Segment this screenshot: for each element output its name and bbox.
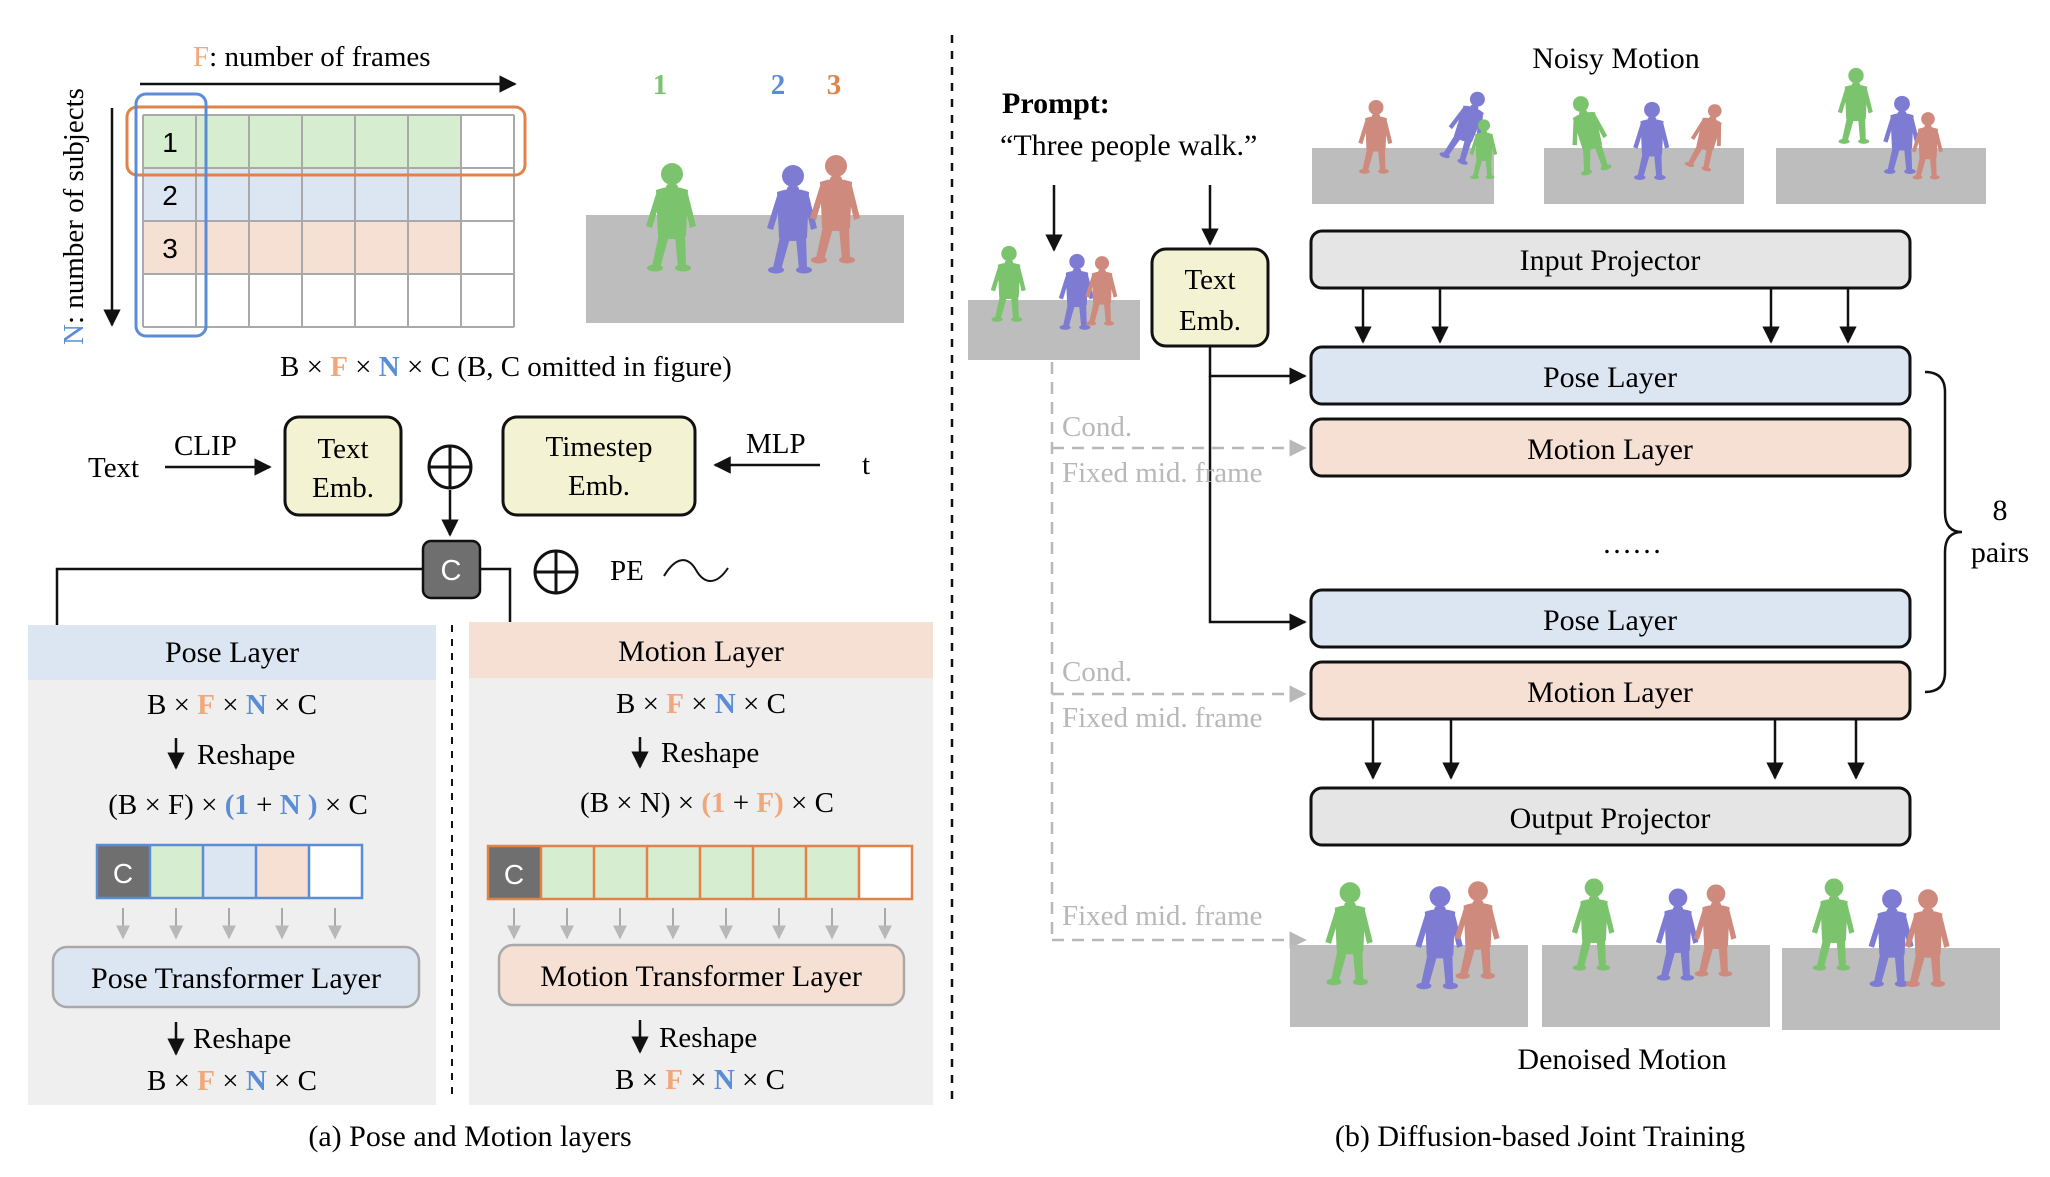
right-text-emb-line1: Text (1184, 264, 1235, 296)
person-label-1: 1 (653, 69, 668, 101)
motion-token-c: C (504, 859, 524, 890)
pairs-word: pairs (1971, 536, 2029, 569)
grid-row-1: 1 (162, 127, 178, 158)
pose-layer-panel: Pose Layer B × F × N × C Reshape (B × F)… (28, 625, 436, 1105)
wave-icon (663, 559, 729, 582)
cond-label-2: Cond. (1062, 656, 1132, 688)
motion-layer-box-1 (1309, 417, 1912, 478)
motion-layer-box-2 (1309, 660, 1912, 721)
output-projector-box (1309, 786, 1912, 847)
noisy-motion-label: Noisy Motion (1532, 42, 1700, 75)
output-projector-label: Output Projector (1510, 802, 1711, 835)
timestep-emb-box (501, 415, 697, 517)
add-icon-pe (533, 549, 579, 595)
pairs-count: 8 (1993, 494, 2008, 527)
grid-row-3: 3 (162, 233, 178, 264)
right-panel: Prompt: “Three people walk.” Noisy Motio… (968, 42, 2029, 1153)
subjects-axis-label: N: number of subjects (58, 88, 90, 345)
pe-label: PE (610, 555, 644, 587)
person-label-2: 2 (771, 69, 786, 101)
denoised-motion-label: Denoised Motion (1517, 1043, 1726, 1076)
motion-layer-label-2: Motion Layer (1527, 676, 1693, 709)
ellipsis: …… (1602, 527, 1662, 560)
input-to-pose-arrows (1354, 288, 1857, 344)
frames-axis-label: F: number of frames (193, 41, 431, 73)
subjects-letter: N (58, 324, 90, 345)
frames-letter: F (193, 41, 209, 73)
person-label-3: 3 (827, 69, 842, 101)
mlp-label: MLP (746, 428, 806, 460)
pose-token-arrows (116, 908, 342, 940)
timestep-emb-line1: Timestep (546, 431, 653, 463)
emb-feed-line-1 (1208, 346, 1307, 385)
pose-transformer-label: Pose Transformer Layer (91, 962, 381, 995)
frame-row-highlight (125, 105, 527, 177)
three-people-render: 1 2 3 (586, 69, 904, 323)
pose-shape-bottom: B × F × N × C (147, 1065, 317, 1097)
grid-shape-caption: B × F × N × C (B, C omitted in figure) (280, 351, 732, 383)
motion-panel-title: Motion Layer (618, 635, 784, 668)
motion-transformer-box (497, 943, 906, 1007)
motion-layer-label-1: Motion Layer (1527, 433, 1693, 466)
motion-expression: (B × N) × (1 + F) × C (580, 787, 834, 819)
add-icon-embeddings (427, 444, 473, 490)
pose-expression: (B × F) × (1 + N ) × C (108, 789, 368, 821)
pose-layer-box-2 (1309, 588, 1912, 649)
text-input-label: Text (88, 452, 139, 484)
cond-label-1: Cond. (1062, 411, 1132, 443)
input-projector-label: Input Projector (1520, 244, 1701, 277)
caption-b: (b) Diffusion-based Joint Training (1335, 1120, 1745, 1153)
pose-reshape-2: Reshape (193, 1023, 291, 1055)
grid-row-2: 2 (162, 180, 178, 211)
pose-token-c: C (113, 858, 133, 889)
motion-shape-bottom: B × F × N × C (615, 1064, 785, 1096)
pairs-brace (1924, 370, 1963, 694)
pose-reshape-1: Reshape (197, 739, 295, 771)
frames-text: : number of frames (209, 41, 430, 73)
noisy-motion-renders (1312, 67, 1986, 204)
pose-layer-label-2: Pose Layer (1543, 604, 1677, 637)
caption-a: (a) Pose and Motion layers (308, 1120, 631, 1153)
right-text-emb-line2: Emb. (1179, 305, 1241, 337)
motion-reshape-1: Reshape (661, 737, 759, 769)
prompt-text: “Three people walk.” (1000, 129, 1257, 162)
conditioning-paths (1050, 362, 1307, 949)
input-projector-box (1309, 229, 1912, 290)
motion-layer-panel: Motion Layer B × F × N × C Reshape (B × … (469, 622, 933, 1105)
condition-token-label: C (441, 555, 462, 587)
pose-layer-box-1 (1309, 345, 1912, 406)
pose-panel-title: Pose Layer (165, 636, 299, 669)
motion-to-output-arrows (1364, 719, 1865, 780)
motion-token-arrows (507, 908, 892, 940)
left-panel: F: number of frames N: number of subject… (28, 41, 933, 1153)
fixed-frame-label-3: Fixed mid. frame (1062, 900, 1263, 932)
clip-label: CLIP (174, 430, 237, 462)
text-emb-line2: Emb. (312, 472, 374, 504)
timestep-t-label: t (862, 449, 870, 481)
pose-shape-top: B × F × N × C (147, 689, 317, 721)
emb-feed-line-2 (1208, 376, 1307, 631)
motion-reshape-2: Reshape (659, 1022, 757, 1054)
subject-column-highlight (134, 92, 208, 338)
prompt-label: Prompt: (1002, 87, 1110, 120)
text-emb-line1: Text (317, 433, 368, 465)
text-emb-box (283, 415, 403, 517)
subjects-text: : number of subjects (58, 88, 90, 324)
token-grid: 1 2 3 (125, 92, 527, 338)
fixed-frame-label-1: Fixed mid. frame (1062, 457, 1263, 489)
fixed-frame-label-2: Fixed mid. frame (1062, 702, 1263, 734)
fixed-frame-render (968, 245, 1140, 360)
timestep-emb-line2: Emb. (568, 470, 630, 502)
motion-transformer-label: Motion Transformer Layer (540, 960, 862, 993)
denoised-motion-renders (1290, 878, 2000, 1030)
motion-shape-top: B × F × N × C (616, 688, 786, 720)
pose-layer-label-1: Pose Layer (1543, 361, 1677, 394)
pose-transformer-box (51, 945, 421, 1009)
